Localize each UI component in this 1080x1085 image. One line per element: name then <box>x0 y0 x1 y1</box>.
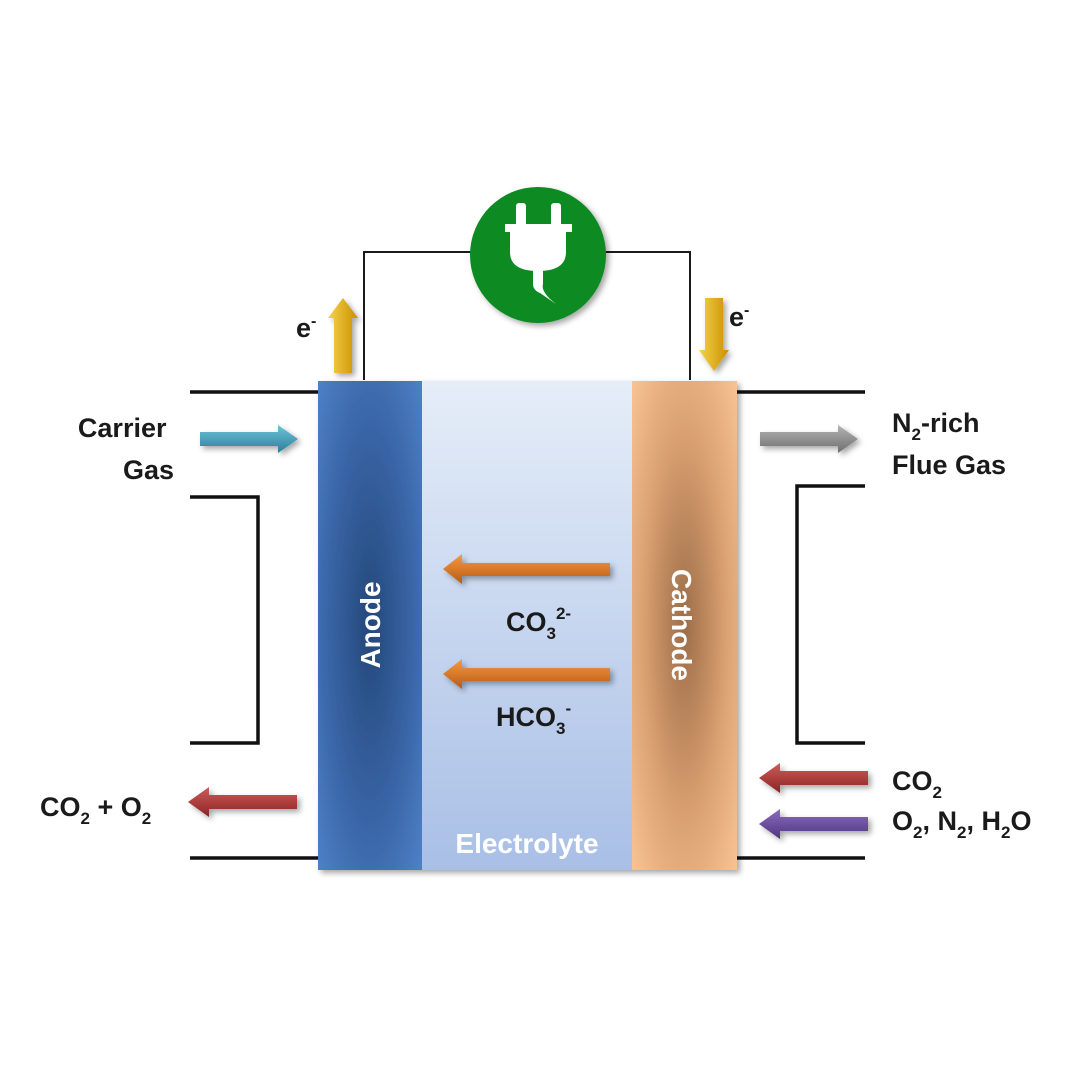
anode-layer <box>318 381 422 870</box>
bicarbonate-ion-label: HCO3- <box>496 699 571 738</box>
carrier-gas-label: Carrier Gas <box>78 413 174 485</box>
carrier-gas-arrow <box>200 425 298 453</box>
anode-electron-arrow <box>328 298 358 373</box>
cathode-air-feed-label: O2, N2, H2O <box>892 806 1031 842</box>
anode-exhaust-arrow <box>188 787 297 817</box>
bicarbonate-ion-arrow <box>443 659 610 689</box>
cathode-co2-feed-label: CO2 <box>892 766 942 802</box>
anode-channel-lines <box>190 390 318 860</box>
power-plug-icon <box>470 187 606 323</box>
flue-gas-label-line2: Flue Gas <box>892 450 1006 480</box>
cathode-electron-label: e- <box>729 302 749 332</box>
flue-gas-arrow <box>760 425 858 453</box>
cathode-electron-arrow <box>699 298 729 371</box>
anode-label: Anode <box>355 581 386 668</box>
cathode-co2-feed-arrow <box>759 763 868 793</box>
electrolyte-label: Electrolyte <box>455 828 598 859</box>
carbonate-ion-arrow <box>443 554 610 584</box>
anode-exhaust-label: CO2 + O2 <box>40 792 151 828</box>
electrolyte-layer <box>420 381 634 870</box>
cathode-label: Cathode <box>666 569 697 681</box>
cathode-air-feed-arrow <box>759 809 868 839</box>
carbonate-ion-label: CO32- <box>506 604 571 643</box>
cathode-layer <box>632 381 737 870</box>
flue-gas-label-line1: N2-rich <box>892 408 979 444</box>
anode-electron-label: e- <box>296 313 316 343</box>
cell-stack <box>318 381 737 870</box>
cathode-channel-lines <box>737 390 865 860</box>
